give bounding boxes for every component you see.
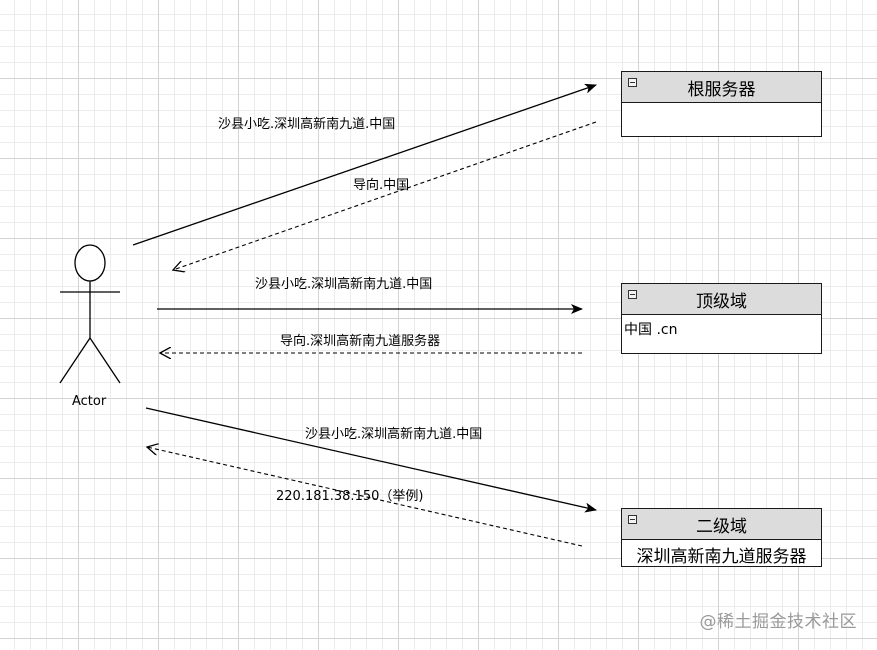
actor-label: Actor	[72, 394, 107, 409]
arrow-reply-root	[173, 121, 597, 270]
label-query-tld: 沙县小吃.深圳高新南九道.中国	[255, 277, 433, 292]
root-server-content	[622, 103, 821, 111]
label-reply-tld: 导向.深圳高新南九道服务器	[280, 334, 441, 349]
sld-server-header: 二级域	[622, 509, 821, 540]
root-server-box[interactable]: 根服务器	[621, 71, 822, 137]
actor-figure	[59, 244, 121, 384]
label-query-sld: 沙县小吃.深圳高新南九道.中国	[305, 427, 483, 442]
actor-left-leg	[59, 337, 91, 384]
tld-server-box[interactable]: 顶级域 中国 .cn	[621, 283, 822, 354]
label-query-root: 沙县小吃.深圳高新南九道.中国	[218, 117, 396, 132]
tld-server-header: 顶级域	[622, 284, 821, 315]
actor-head	[74, 244, 106, 282]
sld-server-box[interactable]: 二级域 深圳高新南九道服务器	[621, 508, 822, 567]
label-reply-sld: 220.181.38.150（举例)	[276, 489, 424, 504]
label-reply-root: 导向.中国	[353, 178, 410, 193]
root-server-header: 根服务器	[622, 72, 821, 103]
arrow-reply-sld	[147, 447, 583, 547]
collapse-icon[interactable]	[628, 515, 637, 524]
sld-server-title: 二级域	[696, 516, 747, 537]
watermark: @稀土掘金技术社区	[699, 612, 857, 632]
tld-server-content: 中国 .cn	[624, 322, 678, 338]
arrow-query-root	[132, 83, 597, 246]
sld-server-content: 深圳高新南九道服务器	[636, 547, 807, 567]
arrow-query-sld	[145, 407, 597, 513]
actor-right-leg	[89, 337, 121, 384]
collapse-icon[interactable]	[628, 78, 637, 87]
collapse-icon[interactable]	[628, 290, 637, 299]
tld-server-title: 顶级域	[696, 291, 747, 312]
root-server-title: 根服务器	[687, 79, 756, 100]
